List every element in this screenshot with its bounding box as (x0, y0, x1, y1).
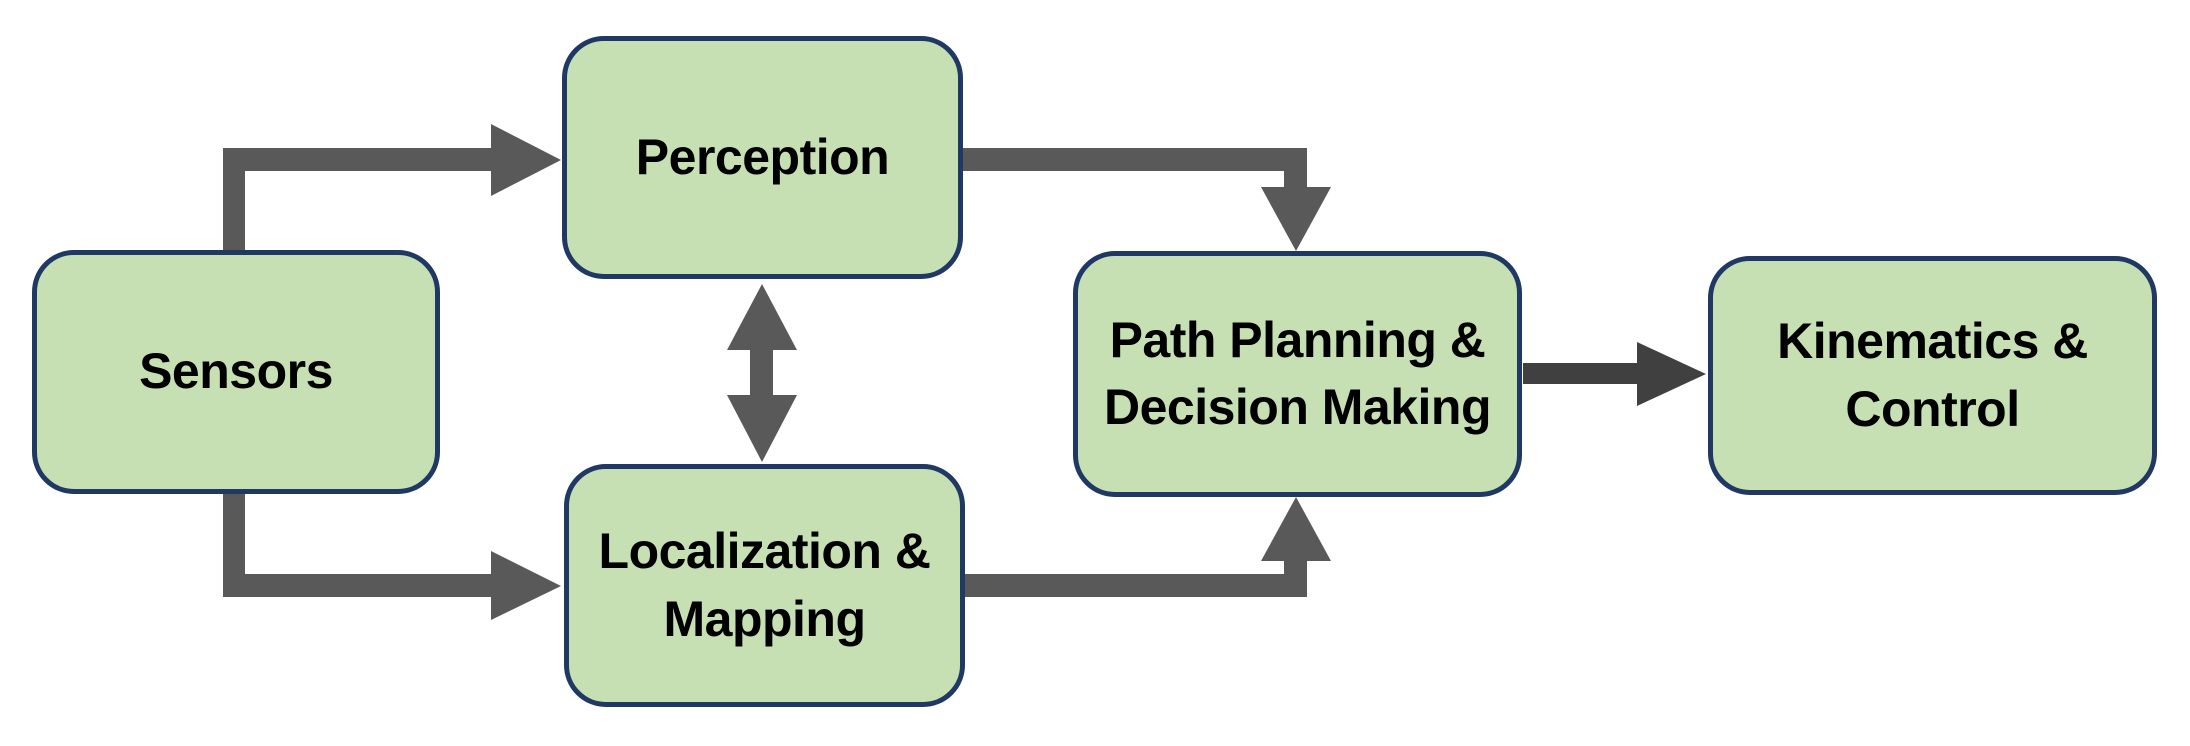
arrow-localization-to-pathplanning (963, 497, 1331, 597)
arrow-pathplanning-to-kinematics (1523, 342, 1706, 406)
node-sensors: Sensors (32, 250, 440, 494)
arrowhead-right-icon (491, 124, 561, 196)
arrowhead-down-icon (1261, 187, 1331, 251)
node-perception: Perception (562, 36, 963, 279)
arrowhead-up-icon (1261, 497, 1331, 561)
arrow-sensors-to-perception (223, 124, 561, 252)
node-sensors-label: Sensors (139, 343, 333, 400)
arrow-perception-localization-twoway (727, 284, 797, 462)
arrowhead-down-icon (727, 395, 797, 462)
arrow-sensors-to-localization (223, 494, 561, 620)
node-localization-mapping: Localization & Mapping (564, 464, 965, 707)
arrowhead-up-icon (727, 284, 797, 350)
node-kinematics-control: Kinematics & Control (1708, 256, 2157, 495)
arrowhead-right-icon (1637, 342, 1706, 406)
node-path-planning-decision-making: Path Planning & Decision Making (1073, 251, 1522, 497)
node-path-planning-decision-making-label: Path Planning & Decision Making (1103, 311, 1492, 436)
node-localization-mapping-label: Localization & Mapping (598, 523, 931, 647)
arrowhead-right-icon (491, 551, 561, 620)
node-kinematics-control-label: Kinematics & Control (1777, 313, 2088, 437)
node-perception-label: Perception (635, 128, 890, 185)
arrow-perception-to-pathplanning (963, 148, 1331, 251)
